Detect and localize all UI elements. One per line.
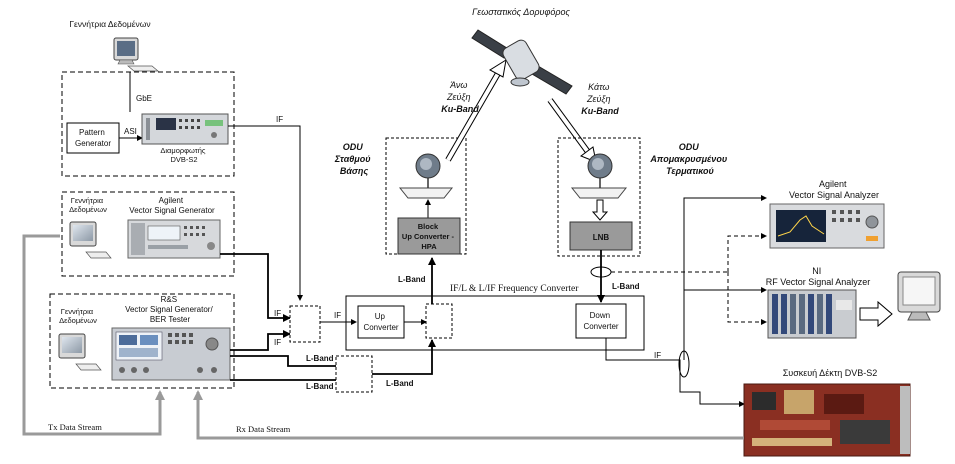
- downlink-arrow-inner: [548, 98, 590, 154]
- agilent-analyzer-label: Agilent Vector Signal Analyzer: [789, 179, 879, 200]
- buc-box: [397, 217, 461, 255]
- rx-data-stream-label: Rx Data Stream: [236, 424, 291, 434]
- downconverter-if-line: [605, 338, 745, 407]
- modulator-if-label: IF: [276, 115, 283, 124]
- up-converter-box: [357, 305, 405, 339]
- satellite-label: Γεωστατικός Δορυφόρος: [472, 7, 570, 17]
- agilent-generator-label: Agilent Vector Signal Generator: [129, 196, 215, 215]
- monitor-icon: [897, 271, 941, 321]
- agilent-generator-device-icon: [127, 219, 221, 259]
- lband-switch-lower: [335, 355, 373, 393]
- buc-feed-lband-label: L-Band: [398, 275, 426, 284]
- rs-generator-device-icon: [111, 327, 231, 381]
- rs-lband-line-1: [230, 355, 351, 370]
- rs-lband-label-2: L-Band: [306, 382, 334, 391]
- tx-data-stream-label: Tx Data Stream: [48, 422, 102, 432]
- top-pc-label: Γεννήτρια Δεδομένων: [69, 19, 150, 29]
- lower-switch-lband-label: L-Band: [386, 379, 414, 388]
- receiver-label: Συσκευή Δέκτη DVB-S2: [783, 368, 878, 378]
- dash-to-ni: [727, 272, 767, 325]
- modulator-group-box: [61, 71, 235, 177]
- gbe-label: GbE: [136, 94, 152, 103]
- down-converter-label: Down Converter: [583, 311, 618, 331]
- ni-to-monitor-arrow: [859, 300, 893, 328]
- agilent-if-line: [220, 253, 291, 322]
- if-switch-out-label: IF: [334, 311, 341, 320]
- buc-label: Block Up Converter - HPA: [402, 222, 456, 251]
- rs-pc-label: Γεννήτρια Δεδομένων: [59, 307, 97, 325]
- agilent-if-label: IF: [274, 309, 281, 318]
- frequency-converter-box: [345, 295, 645, 351]
- rs-generator-label: R&S Vector Signal Generator/ BER Tester: [125, 295, 215, 324]
- uplink-label: Άνω Ζεύξη Ku-Band: [441, 80, 479, 114]
- top-pc-icon: [113, 37, 159, 72]
- if-to-analyzers: [683, 195, 767, 360]
- lnb-box: [569, 221, 633, 251]
- agilent-analyzer-device-icon: [769, 203, 885, 249]
- pattern-generator-box: [66, 122, 120, 154]
- ni-analyzer-device-icon: [767, 289, 857, 339]
- odu-remote-box: [557, 137, 641, 257]
- modulator-if-line: [228, 125, 303, 301]
- receiver-card-icon: [743, 383, 911, 457]
- tx-data-stream-line: [22, 234, 165, 436]
- agilent-pc-label: Γεννήτρια Δεδομένων: [69, 196, 107, 214]
- pattern-generator-label: Pattern Generator: [75, 128, 111, 148]
- rx-data-stream-line: [193, 390, 744, 440]
- odu-remote-label: ODU Απομακρυσμένου Τερματικού: [649, 142, 729, 176]
- lnb-label: LNB: [593, 233, 610, 242]
- frequency-converter-title: IF/L & L/IF Frequency Converter: [450, 284, 579, 294]
- uplink-arrow-head: [489, 58, 507, 78]
- dash-to-agilent: [727, 233, 767, 272]
- asi-label: ASI: [124, 127, 137, 136]
- rs-pc-icon: [58, 333, 102, 371]
- downlink-label: Κάτω Ζεύξη Ku-Band: [581, 82, 619, 116]
- rs-lband-label-1: L-Band: [306, 354, 334, 363]
- if-selector-switch: [289, 305, 321, 343]
- rs-generator-group-box: [49, 293, 235, 389]
- modulator-device-icon: [141, 113, 229, 145]
- down-converter-box: [575, 303, 627, 339]
- lower-switch-to-upper: [372, 339, 436, 375]
- rs-if-line: [230, 330, 291, 351]
- odu-base-label: ODU Σταθμού Βάσης: [334, 142, 373, 176]
- modulator-label: Διαμορφωτής DVB-S2: [160, 146, 207, 164]
- uplink-arrow-inner: [446, 68, 502, 162]
- base-dish-icon: [398, 153, 454, 199]
- agilent-pc-icon: [69, 221, 112, 259]
- if-splitter: [678, 350, 690, 378]
- rs-if-label: IF: [274, 338, 281, 347]
- satellite-icon: [471, 29, 573, 95]
- lband-switch-upper: [425, 303, 453, 339]
- remote-dish-icon: [570, 153, 628, 199]
- ni-analyzer-label: NI RF Vector Signal Analyzer: [766, 266, 871, 287]
- dish-to-lnb-arrow: [591, 199, 609, 221]
- lnb-lband-label: L-Band: [612, 282, 640, 291]
- downconverter-if-label: IF: [654, 351, 661, 360]
- up-converter-label: Up Converter: [363, 312, 398, 332]
